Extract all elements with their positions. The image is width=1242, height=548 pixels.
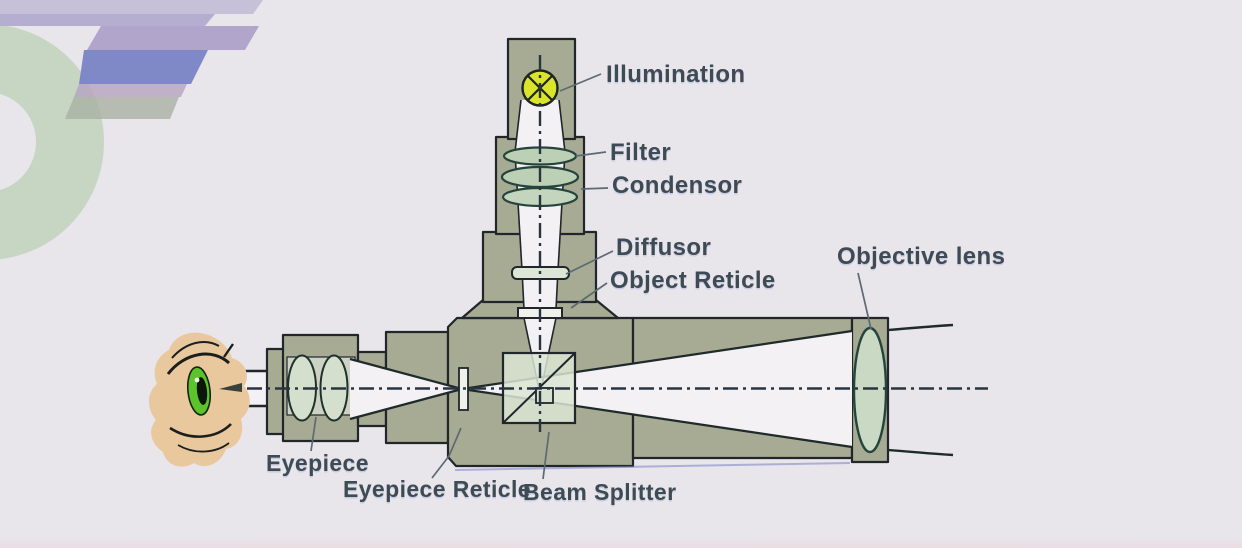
decorative-ring <box>0 24 104 260</box>
label-illumination: Illumination <box>606 61 746 88</box>
objective-lens <box>852 326 888 454</box>
column-cone-outline <box>555 99 566 310</box>
leader-lines <box>310 73 872 480</box>
label-eyepiece-reticle: Eyepiece Reticle <box>343 476 531 502</box>
print-offset-shadow <box>454 462 851 471</box>
leader-eyepiece-reticle <box>431 427 462 479</box>
decorative-band <box>87 26 259 50</box>
eye-highlight <box>194 377 200 383</box>
label-diffusor: Diffusor <box>616 234 712 261</box>
leader-diffusor <box>565 250 614 275</box>
eye-brow-line <box>171 341 220 359</box>
label-filter: Filter <box>610 139 672 166</box>
leader-condensor <box>580 187 609 190</box>
leader-filter <box>575 151 607 157</box>
eye-illustration <box>148 332 250 467</box>
decorative-band <box>65 97 179 119</box>
leader-object-reticle <box>570 282 608 309</box>
label-beam-splitter: Beam Splitter <box>523 479 677 505</box>
eye-lash <box>223 343 234 358</box>
decorative-corner-graphic <box>0 0 263 260</box>
decorative-band <box>0 0 263 14</box>
label-condensor: Condensor <box>612 172 743 199</box>
leader-objective-lens <box>857 272 872 330</box>
beam-splitter-center <box>535 387 554 404</box>
decorative-band <box>74 84 187 97</box>
label-object-reticle: Object Reticle <box>610 267 776 294</box>
eyepiece-flange <box>265 347 286 436</box>
leader-beam-splitter <box>542 431 550 480</box>
label-objective-lens: Objective lens <box>837 243 1006 270</box>
eye-entry-pointer <box>219 383 242 392</box>
decorative-band <box>79 50 208 84</box>
leader-eyepiece <box>310 416 317 452</box>
leader-illumination <box>559 73 602 92</box>
label-eyepiece: Eyepiece <box>266 450 369 476</box>
tube-flare-bottom <box>887 448 954 457</box>
tube-flare-top <box>887 323 954 332</box>
eye-lower-crease <box>177 442 230 453</box>
eye-upper-lid <box>166 352 231 375</box>
column-cone-outline <box>514 99 525 310</box>
decorative-band <box>0 14 215 26</box>
eye-lower-lid <box>169 423 232 438</box>
eye-pupil <box>196 377 208 405</box>
